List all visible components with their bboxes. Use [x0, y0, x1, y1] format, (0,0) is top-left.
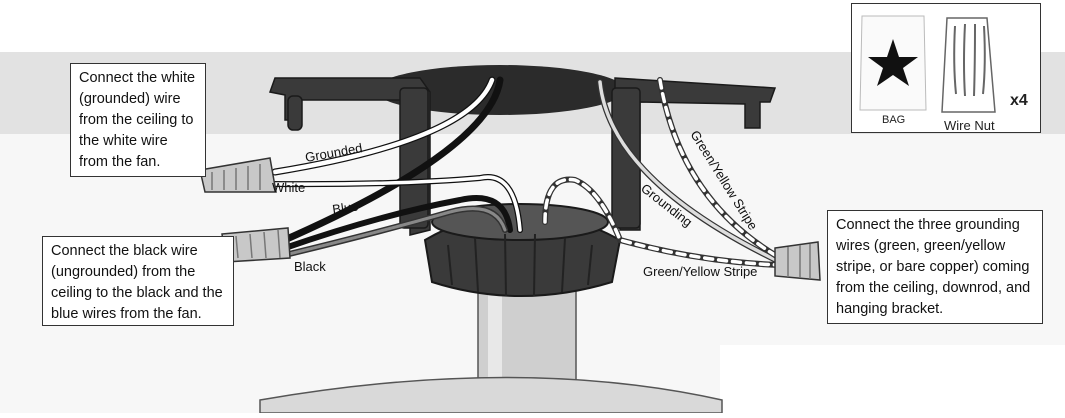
- callout-white-wire: Connect the white (grounded) wire from t…: [70, 63, 206, 177]
- hanger-ball: [423, 203, 622, 297]
- quantity-label: x4: [1010, 92, 1028, 109]
- star-icon: [868, 39, 918, 86]
- wire-label-blue: Blue: [331, 198, 359, 216]
- fan-housing: [259, 376, 723, 414]
- fan-wires: [269, 174, 523, 258]
- grounding-wires: [542, 77, 783, 268]
- wire-nut-white: [199, 157, 277, 193]
- legend-art: [859, 15, 996, 113]
- ceiling-wires-left: [271, 76, 504, 246]
- bag-label: BAG: [882, 114, 906, 126]
- parts-legend: BAG Wire Nut x4: [851, 3, 1041, 133]
- callout-black-wire: Connect the black wire (ungrounded) from…: [42, 236, 234, 326]
- wire-nut-ground: [774, 241, 821, 281]
- wire-label-black: Black: [294, 259, 326, 274]
- callout-grounding-wires: Connect the three grounding wires (green…: [827, 210, 1043, 324]
- wire-label-green-yellow-stripe: Green/Yellow Stripe: [643, 264, 757, 279]
- wire-label-white: White: [272, 180, 305, 195]
- hanging-bracket: [269, 77, 777, 236]
- wire-nut-label: Wire Nut: [944, 118, 995, 133]
- wire-nut-icon: [941, 17, 996, 113]
